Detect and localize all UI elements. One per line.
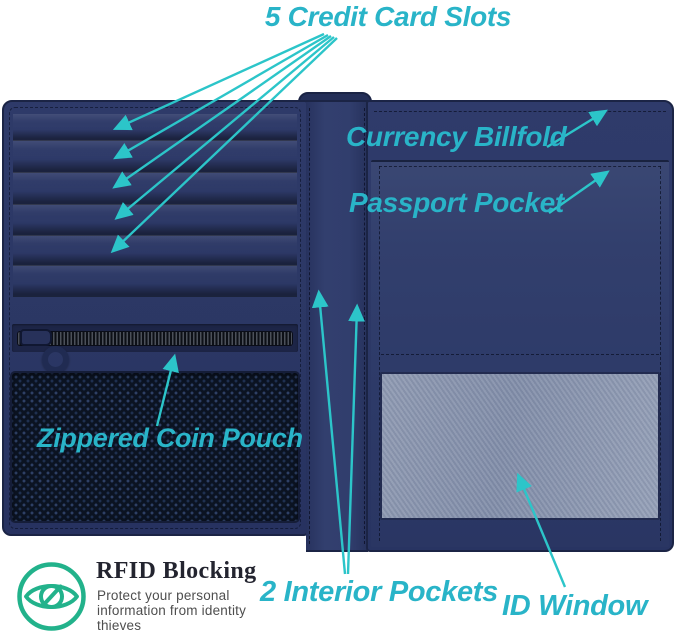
pocket-stitch: [660, 166, 661, 541]
pocket-stitch: [379, 166, 380, 541]
rfid-description: Protect your personal information from i…: [97, 588, 247, 633]
label-zippered-coin-pouch: Zippered Coin Pouch: [37, 423, 303, 453]
label-currency-billfold: Currency Billfold: [346, 121, 567, 152]
id-window-area: [380, 372, 660, 520]
card-slot: [13, 114, 297, 141]
window-flap-stitch: [381, 354, 659, 355]
label-credit-card-slots: 5 Credit Card Slots: [264, 1, 512, 32]
wallet-spine: [306, 100, 368, 552]
mesh-coin-pouch: [12, 373, 298, 521]
label-passport-pocket: Passport Pocket: [349, 187, 564, 218]
zipper-pull-ring: [42, 346, 69, 373]
zipper-slider: [20, 329, 52, 346]
card-slot: [13, 265, 297, 297]
spine-seam: [309, 108, 310, 544]
wallet-left-panel: [2, 100, 308, 536]
billfold-stitch: [374, 111, 666, 112]
card-slot: [13, 140, 297, 173]
wallet-right-panel: [366, 100, 674, 552]
spine-seam: [364, 108, 365, 544]
rfid-heading: RFID Blocking: [96, 558, 257, 584]
pocket-stitch: [379, 166, 661, 167]
eye-blocked-icon: [17, 562, 86, 631]
card-slot: [13, 235, 297, 266]
card-slot: [13, 204, 297, 236]
zipper-teeth: [18, 332, 292, 345]
label-id-window: ID Window: [502, 590, 648, 622]
label-interior-pockets: 2 Interior Pockets: [260, 576, 498, 608]
card-slot: [13, 172, 297, 205]
